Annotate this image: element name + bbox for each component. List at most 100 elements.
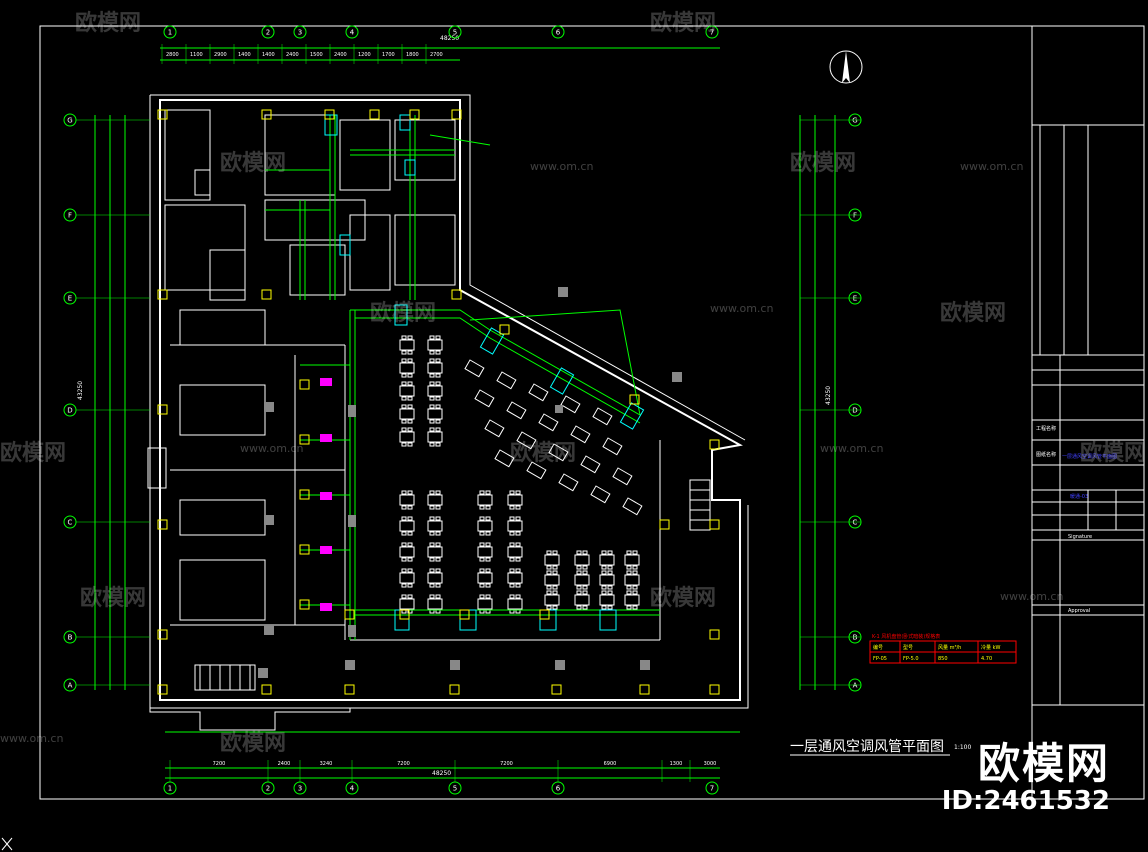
chair bbox=[607, 605, 613, 610]
chair bbox=[479, 505, 485, 510]
chair bbox=[601, 585, 607, 590]
table bbox=[599, 574, 615, 586]
title-block-signature: Signature bbox=[1068, 534, 1092, 540]
grid-label: G bbox=[67, 117, 72, 125]
column bbox=[299, 489, 310, 500]
column bbox=[709, 519, 720, 530]
chair bbox=[407, 373, 413, 378]
dim-label: 2400 bbox=[334, 52, 347, 58]
grid-bubble bbox=[293, 25, 307, 39]
grid-label: 1 bbox=[168, 29, 172, 37]
column bbox=[261, 289, 272, 300]
grid-bubble bbox=[293, 781, 307, 795]
table bbox=[507, 520, 523, 532]
grid-label: A bbox=[853, 682, 858, 690]
grid-label: 4 bbox=[350, 785, 355, 793]
table bbox=[507, 494, 523, 506]
dim-label: 1300 bbox=[670, 761, 683, 767]
chair bbox=[582, 605, 588, 610]
column bbox=[157, 109, 168, 120]
table bbox=[427, 408, 443, 420]
chair bbox=[582, 590, 588, 595]
chair bbox=[479, 516, 485, 521]
chair bbox=[479, 531, 485, 536]
watermark-site-text: www.om.cn bbox=[240, 442, 303, 455]
chair bbox=[626, 605, 632, 610]
table bbox=[399, 598, 415, 610]
chair bbox=[429, 594, 435, 599]
chair bbox=[515, 568, 521, 573]
chair bbox=[429, 358, 435, 363]
chair bbox=[401, 583, 407, 588]
chair bbox=[546, 570, 552, 575]
table bbox=[427, 431, 443, 443]
table bbox=[544, 594, 560, 606]
dim-label: 1800 bbox=[406, 52, 419, 58]
chair bbox=[429, 396, 435, 401]
chair bbox=[626, 565, 632, 570]
watermark-site-text: www.om.cn bbox=[1000, 590, 1063, 603]
table bbox=[560, 395, 581, 414]
chair bbox=[546, 590, 552, 595]
chair bbox=[435, 358, 441, 363]
table bbox=[599, 554, 615, 566]
chair bbox=[515, 583, 521, 588]
column bbox=[299, 544, 310, 555]
column bbox=[299, 599, 310, 610]
dim-label: 1400 bbox=[262, 52, 275, 58]
chair bbox=[509, 531, 515, 536]
chair bbox=[485, 516, 491, 521]
chair bbox=[626, 590, 632, 595]
grid-label: C bbox=[68, 519, 73, 527]
chair bbox=[515, 490, 521, 495]
chair bbox=[479, 490, 485, 495]
dim-label: 7200 bbox=[213, 761, 226, 767]
legend-cell: 冷量 kW bbox=[981, 644, 1000, 651]
table bbox=[399, 520, 415, 532]
chair bbox=[435, 542, 441, 547]
chair bbox=[435, 490, 441, 495]
table bbox=[494, 449, 515, 468]
column bbox=[551, 684, 562, 695]
title-block-approval: Approval bbox=[1068, 608, 1090, 614]
chair bbox=[485, 583, 491, 588]
column bbox=[157, 684, 168, 695]
chair bbox=[401, 427, 407, 432]
column bbox=[709, 684, 720, 695]
watermark-site-text: www.om.cn bbox=[530, 160, 593, 173]
grid-bubble bbox=[551, 25, 565, 39]
chair bbox=[479, 594, 485, 599]
title-block-drawing-name: 一层通风空调风管平面图 bbox=[1062, 453, 1117, 460]
column bbox=[261, 109, 272, 120]
grid-label: C bbox=[853, 519, 858, 527]
chair bbox=[546, 565, 552, 570]
watermark-brand-text: 欧模网 bbox=[370, 300, 436, 326]
grid-bubble bbox=[551, 781, 565, 795]
title-block-project-label: 工程名称 bbox=[1036, 425, 1056, 432]
grid-label: 6 bbox=[556, 29, 561, 37]
table bbox=[528, 383, 549, 402]
structural-columns bbox=[157, 109, 720, 695]
table bbox=[427, 385, 443, 397]
dining-tables bbox=[399, 335, 643, 614]
grid-label: D bbox=[852, 407, 857, 415]
grid-bubble bbox=[261, 25, 275, 39]
chair bbox=[429, 568, 435, 573]
chair bbox=[582, 550, 588, 555]
watermark-brand-text: 欧模网 bbox=[650, 10, 716, 36]
chair bbox=[401, 419, 407, 424]
grid-label: 3 bbox=[298, 29, 302, 37]
watermark-brand-text: 欧模网 bbox=[220, 730, 286, 756]
chair bbox=[407, 568, 413, 573]
chair bbox=[407, 419, 413, 424]
dim-label: 1400 bbox=[238, 52, 251, 58]
chair bbox=[401, 490, 407, 495]
grid-bubble bbox=[705, 25, 719, 39]
chair bbox=[479, 542, 485, 547]
column bbox=[324, 109, 335, 120]
table bbox=[427, 572, 443, 584]
